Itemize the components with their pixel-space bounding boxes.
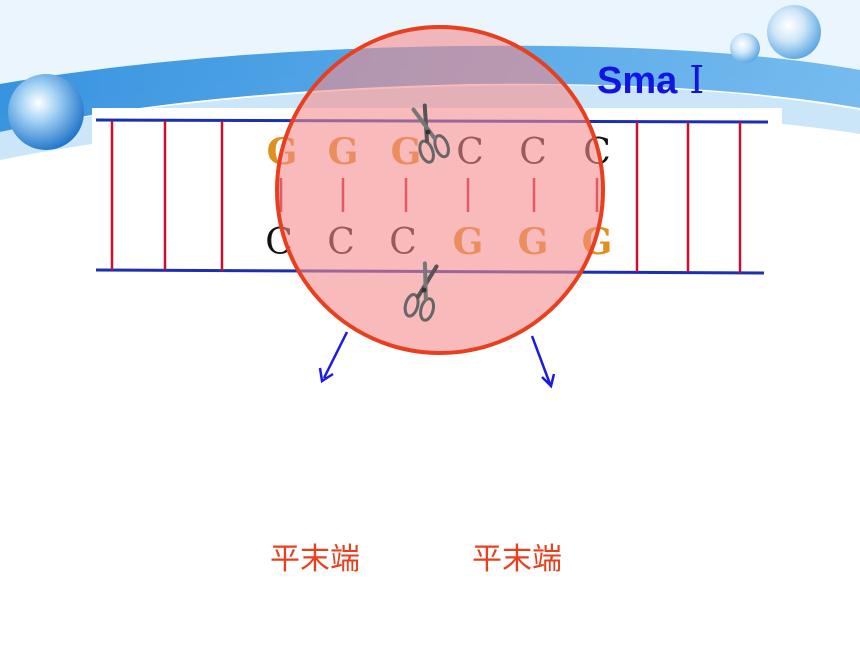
- arrow-right: [530, 335, 556, 389]
- bubble-icon: [767, 5, 821, 59]
- enzyme-numeral: Ⅰ: [689, 58, 705, 102]
- scissors-icon: [403, 261, 439, 322]
- bubble-icon: [8, 74, 84, 150]
- flanking-rungs: [110, 121, 742, 273]
- arrow-left: [318, 331, 349, 384]
- bubble-icon: [730, 33, 760, 63]
- enzyme-title: Sma Ⅰ: [597, 58, 704, 103]
- blunt-end-label-left: 平末端: [270, 542, 360, 577]
- recognition-site-highlight: [275, 25, 605, 355]
- blunt-end-label-right: 平末端: [472, 542, 562, 577]
- scissors-icon: [411, 103, 450, 164]
- enzyme-name: Sma: [597, 60, 678, 102]
